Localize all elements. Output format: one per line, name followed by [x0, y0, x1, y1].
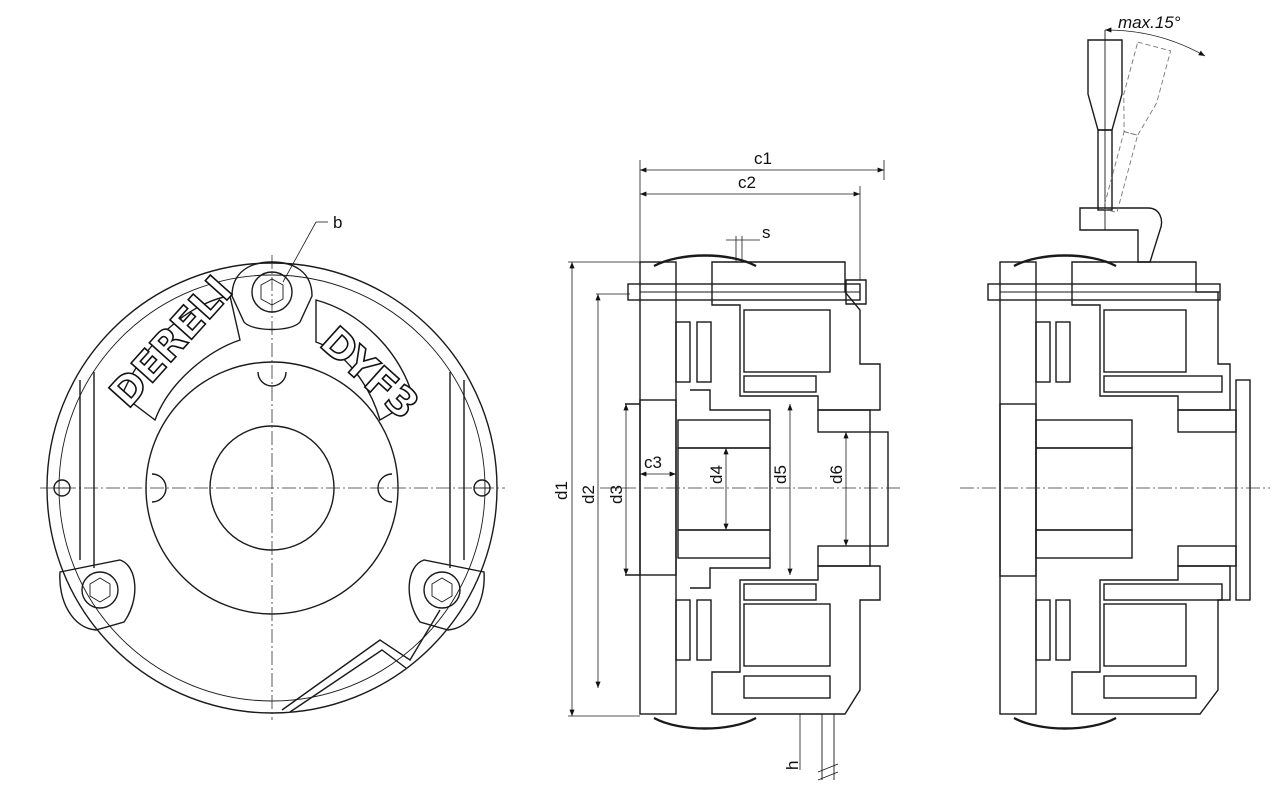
model-logo-text: DYF3 — [311, 318, 427, 429]
front-view: b DERELI DYF3 — [40, 213, 505, 720]
dim-h: h — [783, 761, 802, 770]
dim-d4: d4 — [707, 465, 726, 484]
dim-c2: c2 — [738, 173, 756, 192]
dim-d5: d5 — [771, 465, 790, 484]
dimension-lines — [568, 160, 885, 770]
dim-d2: d2 — [579, 485, 598, 504]
dim-c1: c1 — [754, 149, 772, 168]
section-view: c1 c2 c3 s d1 d2 d3 d4 d5 d6 h — [552, 149, 900, 781]
dim-d1: d1 — [552, 481, 571, 500]
dim-s: s — [762, 223, 771, 242]
dim-d6: d6 — [827, 465, 846, 484]
dim-c3: c3 — [644, 453, 662, 472]
lever-view: max.15° — [960, 13, 1270, 730]
dim-d3: d3 — [607, 485, 626, 504]
brand-logo-text: DERELI — [101, 268, 242, 417]
bolt-callout-label: b — [333, 213, 342, 232]
lever-angle-label: max.15° — [1118, 13, 1181, 32]
